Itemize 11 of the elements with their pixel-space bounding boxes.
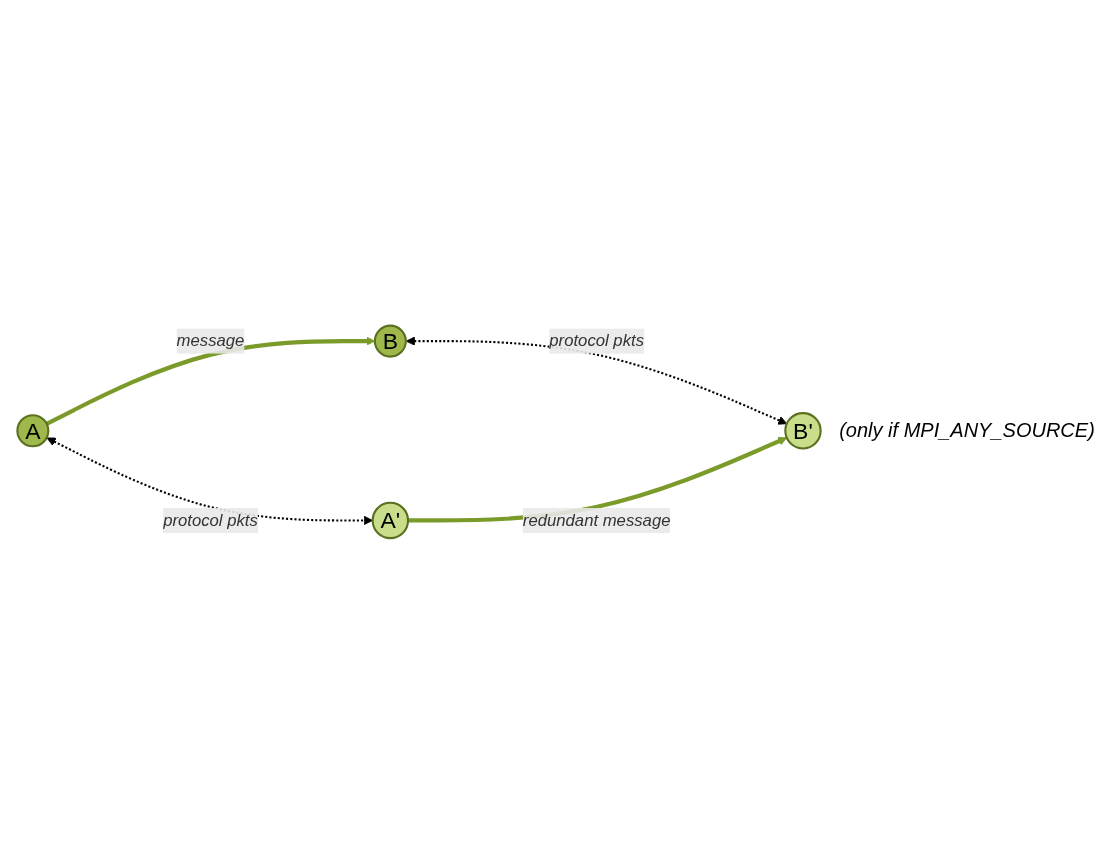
arrow <box>406 336 788 425</box>
edge-label: protocol pkts <box>549 331 645 349</box>
arrow <box>46 437 374 525</box>
node-circle: B <box>374 324 408 358</box>
note-text: (only if MPI_ANY_SOURCE) <box>839 419 1095 442</box>
edge-label: protocol pkts <box>163 510 259 529</box>
node-circle: A <box>16 413 50 447</box>
node-circle: B' <box>784 411 822 449</box>
edge-label: message <box>176 331 245 349</box>
node-circle: A' <box>371 501 410 539</box>
edge-label: redundant message <box>523 510 671 529</box>
